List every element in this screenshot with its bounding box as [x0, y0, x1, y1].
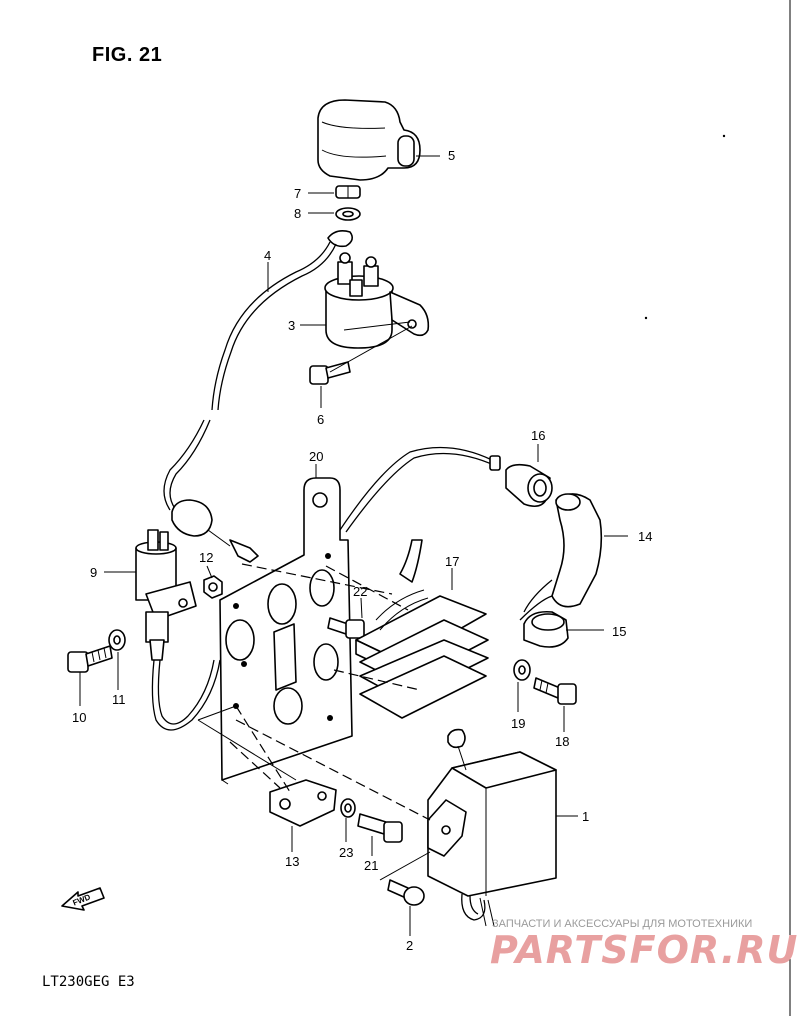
lead-wire-part-4 — [163, 241, 337, 563]
callout-9: 9 — [90, 565, 97, 580]
right-edge-border — [644, 0, 791, 1016]
callout-4: 4 — [264, 248, 271, 263]
nut-part-12 — [203, 575, 223, 599]
regulator-rectifier-part-17 — [339, 446, 501, 719]
construction-lines — [197, 321, 431, 881]
ring-part-15 — [523, 610, 569, 648]
model-code-label: LT230GEG E3 — [42, 974, 135, 990]
grommet-part-16 — [505, 463, 553, 508]
nut-part-7 — [335, 185, 361, 199]
callout-12: 12 — [199, 550, 213, 565]
forward-direction-arrow-icon: FWD — [61, 887, 105, 911]
callout-2: 2 — [406, 938, 413, 953]
washer-part-8 — [335, 207, 361, 221]
bracket-part-13 — [269, 779, 337, 827]
bolt-part-6 — [309, 361, 351, 385]
callout-13: 13 — [285, 854, 299, 869]
boot-tube-part-14 — [519, 493, 603, 621]
callout-23: 23 — [339, 845, 353, 860]
callout-18: 18 — [555, 734, 569, 749]
watermark-logo: PARTSFOR.RU — [490, 928, 799, 972]
assembly-dashed-lines — [229, 563, 431, 821]
callout-labels: 5 7 8 4 3 6 16 20 14 12 17 9 22 15 11 19… — [72, 148, 652, 953]
bolt-part-21 — [357, 813, 403, 843]
callout-11: 11 — [112, 692, 126, 707]
callout-3: 3 — [288, 318, 295, 333]
callout-14: 14 — [638, 529, 652, 544]
callout-17: 17 — [445, 554, 459, 569]
cdi-unit-part-1 — [427, 728, 557, 927]
bolt-part-10 — [67, 645, 113, 673]
figure-title: FIG. 21 — [92, 44, 163, 66]
callout-10: 10 — [72, 710, 86, 725]
starter-relay-part-3 — [324, 230, 430, 349]
callout-21: 21 — [364, 858, 378, 873]
callout-1: 1 — [582, 809, 589, 824]
washer-part-19 — [513, 659, 531, 681]
washer-part-11 — [108, 629, 126, 651]
leader-lines — [79, 155, 628, 936]
terminal-cap-part-5 — [317, 99, 421, 181]
bolt-part-18 — [533, 677, 577, 705]
callout-16: 16 — [531, 428, 545, 443]
callout-7: 7 — [294, 186, 301, 201]
washer-part-23 — [340, 798, 356, 818]
callout-6: 6 — [317, 412, 324, 427]
ignition-coil-part-9 — [135, 529, 221, 731]
watermark-subtitle: ЗАПЧАСТИ И АКСЕССУАРЫ ДЛЯ МОТОТЕХНИКИ — [492, 918, 753, 930]
callout-15: 15 — [612, 624, 626, 639]
callout-19: 19 — [511, 716, 525, 731]
callout-5: 5 — [448, 148, 455, 163]
bolt-part-22 — [327, 617, 365, 639]
callout-22: 22 — [353, 584, 367, 599]
callout-20: 20 — [309, 449, 323, 464]
screw-part-2 — [387, 879, 425, 906]
mounting-plate-part-20 — [219, 477, 353, 785]
callout-8: 8 — [294, 206, 301, 221]
